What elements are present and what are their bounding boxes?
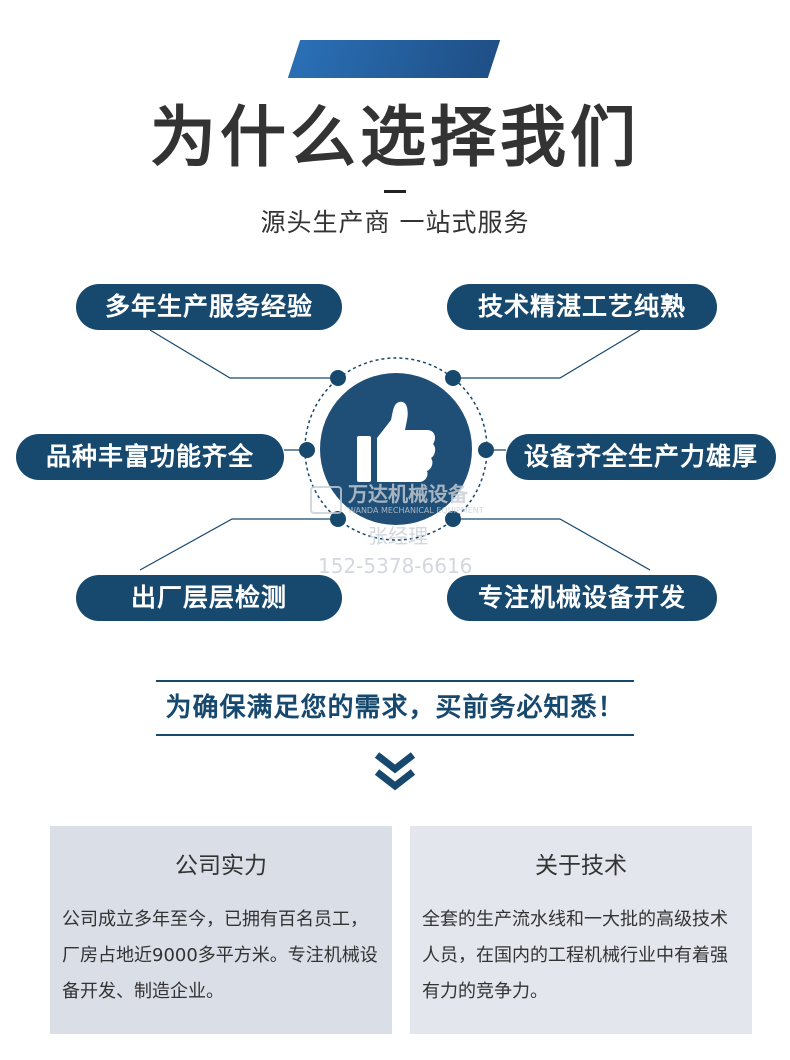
connector-lines bbox=[139, 329, 651, 571]
node-dot bbox=[299, 442, 315, 458]
node-dot bbox=[330, 370, 346, 386]
title-divider bbox=[384, 190, 406, 193]
feature-pill-development: 专注机械设备开发 bbox=[447, 575, 717, 621]
node-dot bbox=[445, 370, 461, 386]
connector-line bbox=[455, 518, 651, 571]
page-subtitle: 源头生产商 一站式服务 bbox=[260, 208, 530, 237]
card-body: 公司成立多年至今，已拥有百名员工，厂房占地近9000多平方米。专注机械设备开发、… bbox=[62, 909, 378, 1002]
info-card-company: 公司实力 公司成立多年至今，已拥有百名员工，厂房占地近9000多平方米。专注机械… bbox=[50, 826, 392, 1034]
node-dot bbox=[478, 442, 494, 458]
feature-pill-variety: 品种丰富功能齐全 bbox=[16, 434, 284, 480]
card-title: 关于技术 bbox=[535, 853, 627, 879]
connector-line bbox=[139, 518, 330, 571]
page-title: 为什么选择我们 bbox=[150, 99, 640, 176]
node-dot bbox=[330, 511, 346, 527]
connector-line bbox=[149, 329, 330, 379]
info-card-technology: 关于技术 全套的生产流水线和一大批的高级技术人员，在国内的工程机械行业中有着强有… bbox=[410, 826, 752, 1034]
watermark-logo bbox=[310, 486, 342, 514]
card-title: 公司实力 bbox=[175, 853, 267, 879]
double-chevron-down-icon bbox=[374, 752, 416, 791]
card-body: 全套的生产流水线和一大批的高级技术人员，在国内的工程机械行业中有着强有力的竞争力… bbox=[422, 909, 728, 1002]
feature-pill-capacity: 设备齐全生产力雄厚 bbox=[506, 434, 776, 480]
node-dot bbox=[445, 511, 461, 527]
purchase-notice: 为确保满足您的需求，买前务必知悉！ bbox=[156, 680, 634, 736]
watermark-contact-name: 张经理 bbox=[368, 524, 428, 548]
watermark-brand-en: WANDA MECHANICAL EQUIPMENT bbox=[348, 506, 484, 515]
thumbs-up-icon bbox=[357, 401, 436, 482]
connector-line bbox=[455, 329, 641, 379]
feature-pill-experience: 多年生产服务经验 bbox=[76, 284, 342, 330]
feature-pill-inspection: 出厂层层检测 bbox=[76, 575, 342, 621]
watermark-phone: 152-5378-6616 bbox=[318, 554, 473, 578]
feature-pill-craftsmanship: 技术精湛工艺纯熟 bbox=[447, 284, 717, 330]
watermark-brand: 万达机械设备 bbox=[348, 482, 468, 506]
